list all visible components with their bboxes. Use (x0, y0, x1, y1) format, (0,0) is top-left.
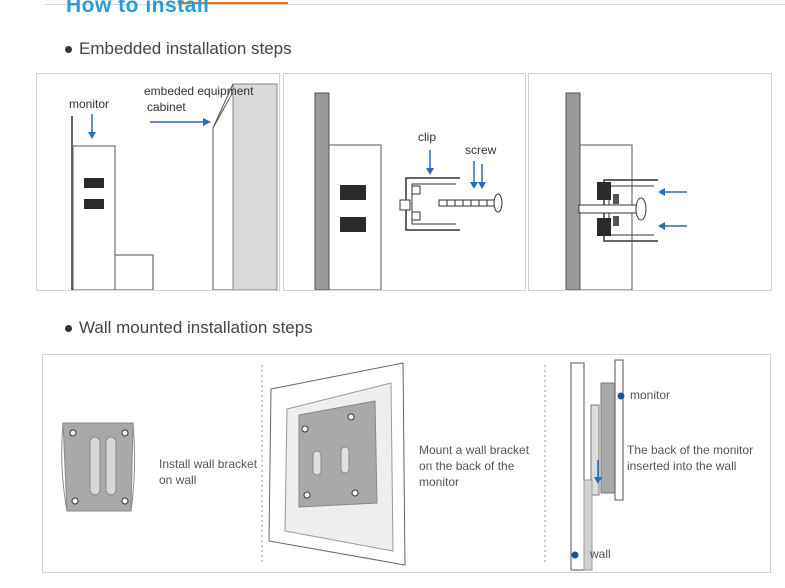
title-accent-bar (178, 2, 288, 4)
monitor-label: monitor (69, 97, 110, 111)
cabinet-label-line2: cabinet (147, 100, 186, 114)
embedded-section-heading: Embedded installation steps (65, 39, 292, 59)
embedded-step3-panel (528, 73, 772, 291)
embedded-step1-panel: monitor embeded equipment cabinet (36, 73, 280, 291)
step2-label: Mount a wall bracket on the back of the … (419, 443, 530, 489)
wall-mount-panel: Install wall bracket on wall Mount a wal… (42, 354, 771, 573)
embedded-step1-illustration (71, 83, 278, 290)
step1-label: Install wall bracket on wall (159, 457, 258, 487)
back-of-monitor-label: The back of the monitor inserted into th… (627, 443, 754, 473)
cabinet-label-line1: embeded equipment (144, 84, 254, 98)
wall-heading-text: Wall mounted installation steps (79, 318, 313, 337)
embedded-step3-illustration (565, 92, 687, 290)
wall-label: wall (590, 547, 611, 561)
top-divider (45, 4, 785, 5)
wall-section-heading: Wall mounted installation steps (65, 318, 313, 338)
wall-mount-illustration (61, 359, 625, 571)
embedded-step2-illustration (314, 92, 503, 290)
clip-label: clip (418, 130, 437, 144)
bullet-icon (65, 45, 72, 53)
embedded-step2-panel: clip screw (283, 73, 526, 291)
screw-label: screw (465, 143, 497, 157)
bullet-icon (65, 324, 72, 332)
page-title: How to install (66, 0, 210, 17)
monitor-label-wall: monitor (630, 388, 671, 402)
embedded-heading-text: Embedded installation steps (79, 39, 292, 58)
